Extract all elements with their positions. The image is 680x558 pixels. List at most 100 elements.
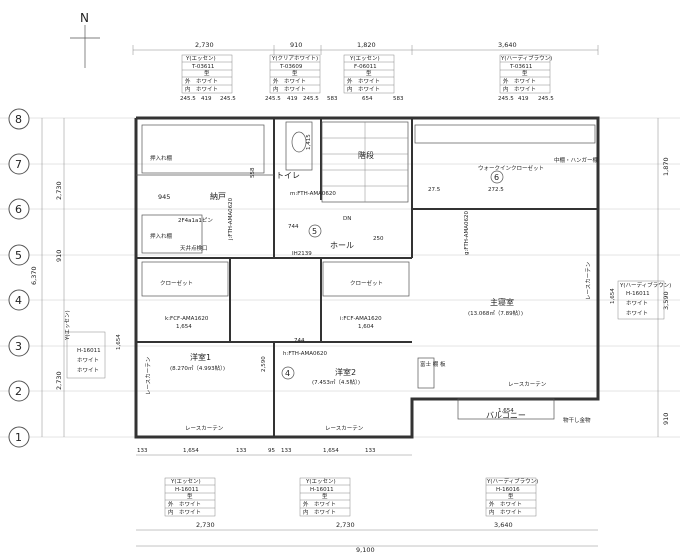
svg-text:中棚・ハンガー棚: 中棚・ハンガー棚 xyxy=(554,156,599,164)
svg-text:1,870: 1,870 xyxy=(662,157,670,176)
svg-text:1,654: 1,654 xyxy=(498,408,514,414)
svg-text:ホワイト: ホワイト xyxy=(196,78,218,85)
top-dimensions: 2,730 910 1,820 3,640 xyxy=(132,41,599,55)
svg-text:押入れ棚: 押入れ棚 xyxy=(150,232,173,240)
svg-text:7: 7 xyxy=(15,158,22,171)
svg-text:245.5: 245.5 xyxy=(498,96,514,102)
walkin-label: ウォークインクローゼット xyxy=(478,164,544,172)
svg-text:2,730: 2,730 xyxy=(55,181,63,200)
svg-text:外: 外 xyxy=(185,77,191,85)
svg-text:133: 133 xyxy=(281,448,292,454)
master-bedroom: 主寝室 (13.068㎡（7.89帖）) レースカーテン レースカーテン 富士 … xyxy=(417,261,592,389)
svg-text:ホワイト: ホワイト xyxy=(314,509,336,516)
svg-text:910: 910 xyxy=(662,413,670,425)
svg-text:Y(エッセン): Y(エッセン) xyxy=(185,55,216,62)
svg-text:5: 5 xyxy=(15,249,22,262)
svg-text:Y(ハーディブラウン): Y(ハーディブラウン) xyxy=(500,54,552,62)
svg-text:27.5: 27.5 xyxy=(428,187,441,193)
svg-text:レースカーテン: レースカーテン xyxy=(185,425,224,432)
svg-text:1,415: 1,415 xyxy=(306,134,312,150)
svg-text:外: 外 xyxy=(303,500,309,508)
room-number-6: 6 xyxy=(494,173,499,182)
svg-text:外: 外 xyxy=(489,500,495,508)
svg-text:654: 654 xyxy=(362,96,373,102)
svg-text:133: 133 xyxy=(365,448,376,454)
stairs-label: 階段 xyxy=(358,150,374,160)
misc-dims: 1,654 1,604 744 744 250 272.5 27.5 558 1… xyxy=(116,134,616,372)
svg-text:1: 1 xyxy=(15,431,22,444)
svg-text:内: 内 xyxy=(273,85,279,93)
svg-text:2,590: 2,590 xyxy=(261,356,267,372)
grid-label-4: 4 xyxy=(8,289,30,311)
svg-text:ホワイト: ホワイト xyxy=(626,300,648,307)
svg-text:物干し金物: 物干し金物 xyxy=(563,416,591,424)
svg-text:i:FCF-AMA1620: i:FCF-AMA1620 xyxy=(340,316,382,322)
svg-text:Y(エッセン): Y(エッセン) xyxy=(170,478,201,485)
balcony: バルコニー 物干し金物 1,654 xyxy=(457,398,591,424)
svg-text:2,730: 2,730 xyxy=(196,521,215,529)
svg-text:型: 型 xyxy=(508,492,514,500)
svg-text:3: 3 xyxy=(15,340,22,353)
svg-text:Y(クリアホワイト): Y(クリアホワイト) xyxy=(271,55,318,62)
svg-text:9,100: 9,100 xyxy=(356,546,375,554)
svg-text:4: 4 xyxy=(285,369,290,378)
svg-text:Y(エッセン): Y(エッセン) xyxy=(305,478,336,485)
svg-text:ホワイト: ホワイト xyxy=(179,501,201,508)
svg-text:ホワイト: ホワイト xyxy=(77,357,99,364)
svg-text:内: 内 xyxy=(347,85,353,93)
svg-text:3,640: 3,640 xyxy=(494,521,513,529)
svg-text:H-16011: H-16011 xyxy=(310,487,334,493)
svg-text:95: 95 xyxy=(268,448,275,454)
svg-text:6,370: 6,370 xyxy=(30,266,38,285)
svg-text:ホワイト: ホワイト xyxy=(196,86,218,93)
svg-text:レースカーテン: レースカーテン xyxy=(508,381,547,388)
svg-text:T-03609: T-03609 xyxy=(279,64,303,70)
bottom-dimensions: 2,730 2,730 3,640 9,100 xyxy=(136,521,598,554)
top-window-dims: 245.5 419 245.5 245.5 419 245.5 583 654 … xyxy=(180,96,554,102)
svg-text:IH2139: IH2139 xyxy=(292,251,312,257)
window-tag-bottom-1: Y(エッセン) H-16011 型 外ホワイト 内ホワイト xyxy=(164,477,216,517)
closet-nando: 押入れ棚 押入れ棚 天井点検口 納戸 945 xyxy=(141,124,265,254)
svg-text:外: 外 xyxy=(273,77,279,85)
svg-text:419: 419 xyxy=(287,96,298,102)
svg-text:T-03611: T-03611 xyxy=(191,64,214,70)
svg-text:4: 4 xyxy=(15,294,22,307)
svg-text:内: 内 xyxy=(503,85,509,93)
svg-text:内: 内 xyxy=(303,508,309,516)
svg-text:ホワイト: ホワイト xyxy=(77,367,99,374)
svg-text:F-06011: F-06011 xyxy=(354,64,377,70)
svg-text:583: 583 xyxy=(327,96,338,102)
walk-in-closet: ウォークインクローゼット 中棚・ハンガー棚 6 xyxy=(414,124,599,184)
svg-text:型: 型 xyxy=(366,69,372,77)
toilet-label: トイレ xyxy=(276,171,300,180)
western-room-2: 洋室2 (7.453㎡（4.5帖）) レースカーテン xyxy=(312,367,364,432)
svg-text:j:FTH-AMA0620: j:FTH-AMA0620 xyxy=(228,197,234,241)
svg-text:245.5: 245.5 xyxy=(303,96,319,102)
grid-label-2: 2 xyxy=(8,380,30,402)
svg-text:1,654: 1,654 xyxy=(116,334,122,350)
window-tag-top-3: Y(エッセン) F-06011 型 外ホワイト 内ホワイト xyxy=(343,54,395,94)
grid-lines xyxy=(0,117,680,438)
svg-text:レースカーテン: レースカーテン xyxy=(325,425,364,432)
svg-text:8: 8 xyxy=(15,113,22,126)
svg-text:5: 5 xyxy=(312,227,317,236)
svg-text:H-16011: H-16011 xyxy=(626,291,650,297)
svg-text:H-16016: H-16016 xyxy=(496,487,520,493)
window-tag-top-2: Y(クリアホワイト) T-03609 型 外ホワイト 内ホワイト xyxy=(269,54,321,94)
svg-text:レースカーテン: レースカーテン xyxy=(585,261,592,300)
svg-text:744: 744 xyxy=(294,338,305,344)
svg-text:H-16011: H-16011 xyxy=(175,487,199,493)
svg-text:2: 2 xyxy=(15,385,22,398)
svg-text:型: 型 xyxy=(187,492,193,500)
master-label: 主寝室 xyxy=(490,297,514,307)
svg-text:3,590: 3,590 xyxy=(662,291,670,310)
north-arrow-icon: N xyxy=(70,11,100,68)
right-dimensions: 1,870 3,590 910 xyxy=(657,118,670,437)
svg-text:1,654: 1,654 xyxy=(323,448,339,454)
svg-text:外: 外 xyxy=(168,500,174,508)
svg-text:h:FTH-AMA0620: h:FTH-AMA0620 xyxy=(283,351,328,357)
left-dimensions: 6,370 2,730 910 2,730 xyxy=(30,118,65,437)
western-room-1: 洋室1 (8.270㎡（4.993帖）) レースカーテン レースカーテン 4 xyxy=(145,352,295,432)
svg-text:ホワイト: ホワイト xyxy=(500,501,522,508)
grid-label-5: 5 xyxy=(8,244,30,266)
